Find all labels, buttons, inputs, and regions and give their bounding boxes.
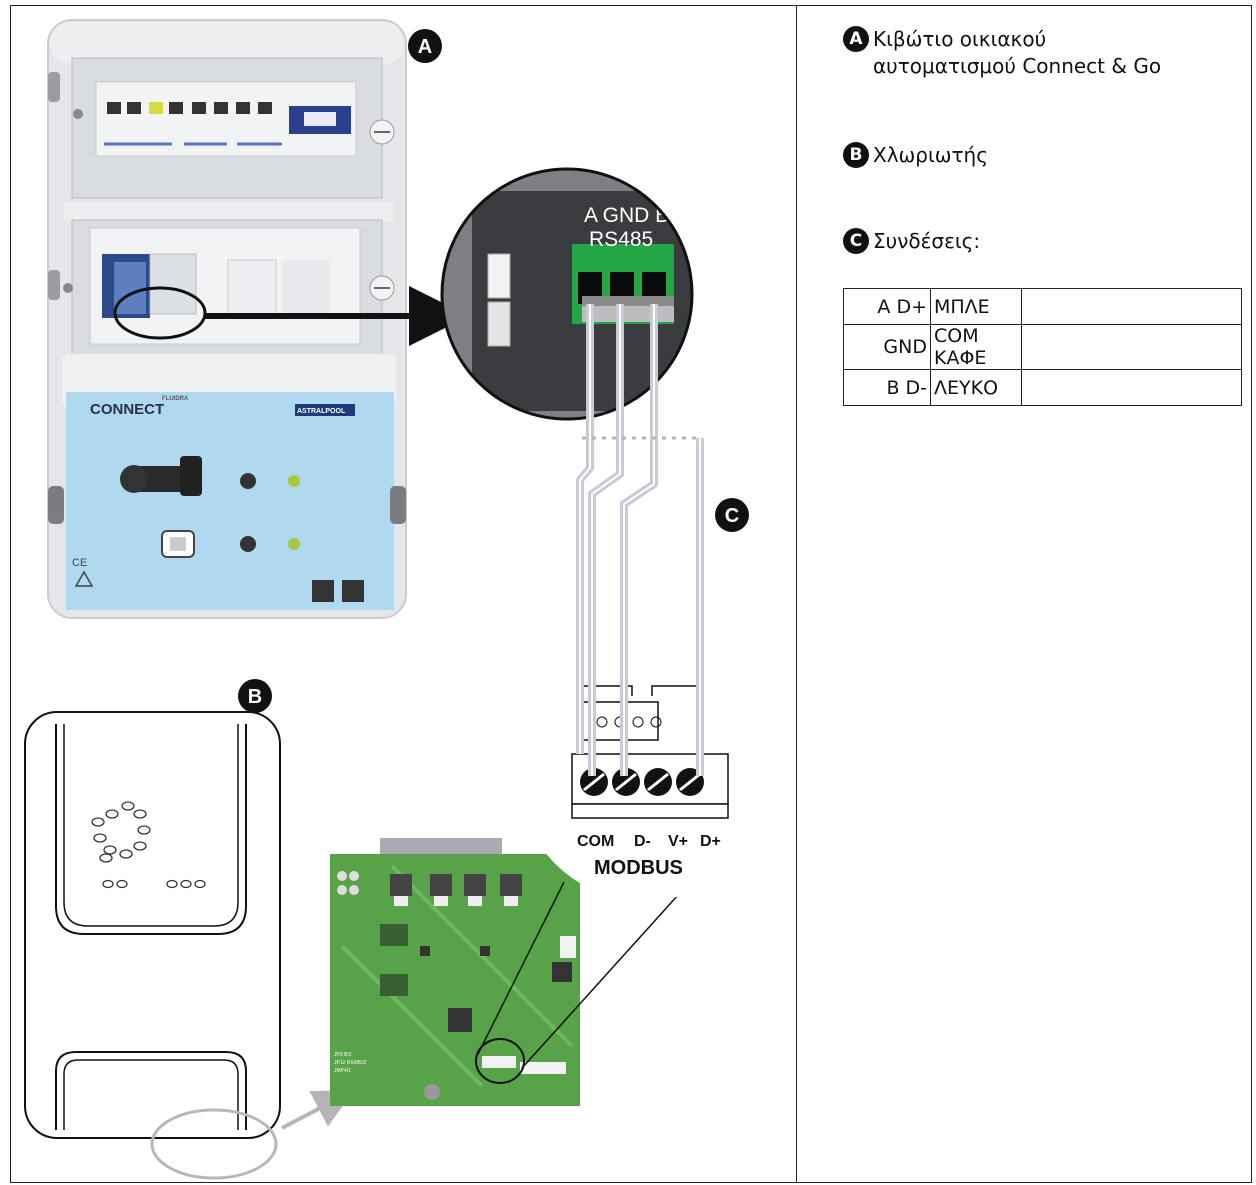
- chlorinator-led-icon: [288, 538, 300, 550]
- extra-cell: [1021, 324, 1242, 370]
- table-row: A D+ ΜΠΛΕ: [843, 288, 1242, 325]
- chlorinator-switch-icon: [240, 536, 256, 552]
- connections-table: A D+ ΜΠΛΕ GND COM ΚΑΦΕ B D- ΛΕΥΚΟ: [843, 288, 1242, 406]
- legend-item-a: A Κιβώτιο οικιακού αυτοματισμού Connect …: [843, 26, 1161, 80]
- rs485-bus-label: RS485: [589, 228, 653, 251]
- qr-code-icon: [342, 580, 364, 602]
- modbus-pin-v-plus: V+: [668, 833, 688, 850]
- table-row: B D- ΛΕΥΚΟ: [843, 369, 1242, 406]
- pcb-label-2: JP12 RS485/2: [334, 1060, 366, 1066]
- badge-a-icon: A: [843, 26, 869, 52]
- table-row: GND COM ΚΑΦΕ: [843, 324, 1242, 370]
- modbus-highlight-ellipse: [475, 1038, 525, 1084]
- rs485-pins-label: A GND B: [584, 204, 669, 227]
- legend-text-c: Συνδέσεις:: [873, 229, 981, 253]
- pump-switch-icon: [240, 473, 256, 489]
- led-ring-icon: [91, 801, 151, 863]
- pcb-board: JP3 B/2 JP12 RS485/2 JMP4/1: [330, 838, 689, 1106]
- maker-label: ASTRALPOOL: [297, 408, 346, 415]
- modbus-zoom-circle: COM D- V+ D+ MODBUS: [518, 647, 772, 901]
- pin-cell: A D+: [843, 288, 931, 325]
- pcb-label-3: JMP4/1: [334, 1068, 351, 1074]
- pin-cell: GND: [843, 324, 931, 370]
- legend-text-a: Κιβώτιο οικιακού αυτοματισμού Connect & …: [873, 27, 1162, 78]
- badge-c-icon: C: [843, 228, 869, 254]
- chlorinator-device: [24, 711, 281, 1139]
- extra-cell: [1021, 288, 1242, 325]
- chlorinator-icon: [161, 530, 195, 558]
- connector-highlight-ellipse: [150, 1108, 278, 1180]
- power-label: 12 V: [702, 212, 748, 237]
- pcb-label-1: JP3 B/2: [334, 1052, 352, 1058]
- color-cell: ΛΕΥΚΟ: [930, 369, 1022, 406]
- badge-b-icon: B: [843, 142, 869, 168]
- modbus-pin-com: COM: [577, 833, 614, 850]
- svg-text:B: B: [248, 686, 262, 708]
- pump-icon: [120, 456, 202, 496]
- home-automation-box: FLUIDRA CONNECT ASTRALPOOL CE: [47, 19, 407, 619]
- callout-a: A: [408, 29, 442, 63]
- callout-b: B: [238, 679, 272, 713]
- extra-cell: [1021, 369, 1242, 406]
- ce-mark: CE: [72, 557, 87, 569]
- color-cell: COM ΚΑΦΕ: [930, 324, 1022, 370]
- modbus-pin-d-minus: D-: [634, 833, 651, 850]
- breaker-row: [104, 102, 351, 146]
- svg-text:A: A: [418, 36, 432, 58]
- wiring-diagram: FLUIDRA CONNECT ASTRALPOOL CE: [24, 19, 772, 1180]
- callout-c: C: [715, 498, 749, 532]
- pump-led-icon: [288, 475, 300, 487]
- legend-text-b: Χλωριωτής: [873, 143, 988, 167]
- qr-code-icon: [312, 580, 334, 602]
- pin-cell: B D-: [843, 369, 931, 406]
- brand-small-label: FLUIDRA: [162, 396, 189, 402]
- rs485-zoom-circle: A GND B RS485 12 V: [440, 167, 748, 421]
- svg-text:C: C: [725, 505, 739, 527]
- legend-item-c: C Συνδέσεις:: [843, 228, 980, 255]
- warning-icon: [74, 570, 94, 587]
- color-cell: ΜΠΛΕ: [930, 288, 1022, 325]
- wire-core-lines: [579, 304, 701, 776]
- modbus-pin-d-plus: D+: [700, 833, 721, 850]
- brand-label: CONNECT: [90, 401, 164, 418]
- figure-frame: [10, 5, 1252, 1183]
- legend-item-b: B Χλωριωτής: [843, 142, 988, 169]
- modbus-label: MODBUS: [594, 857, 683, 879]
- column-divider: [796, 5, 797, 1183]
